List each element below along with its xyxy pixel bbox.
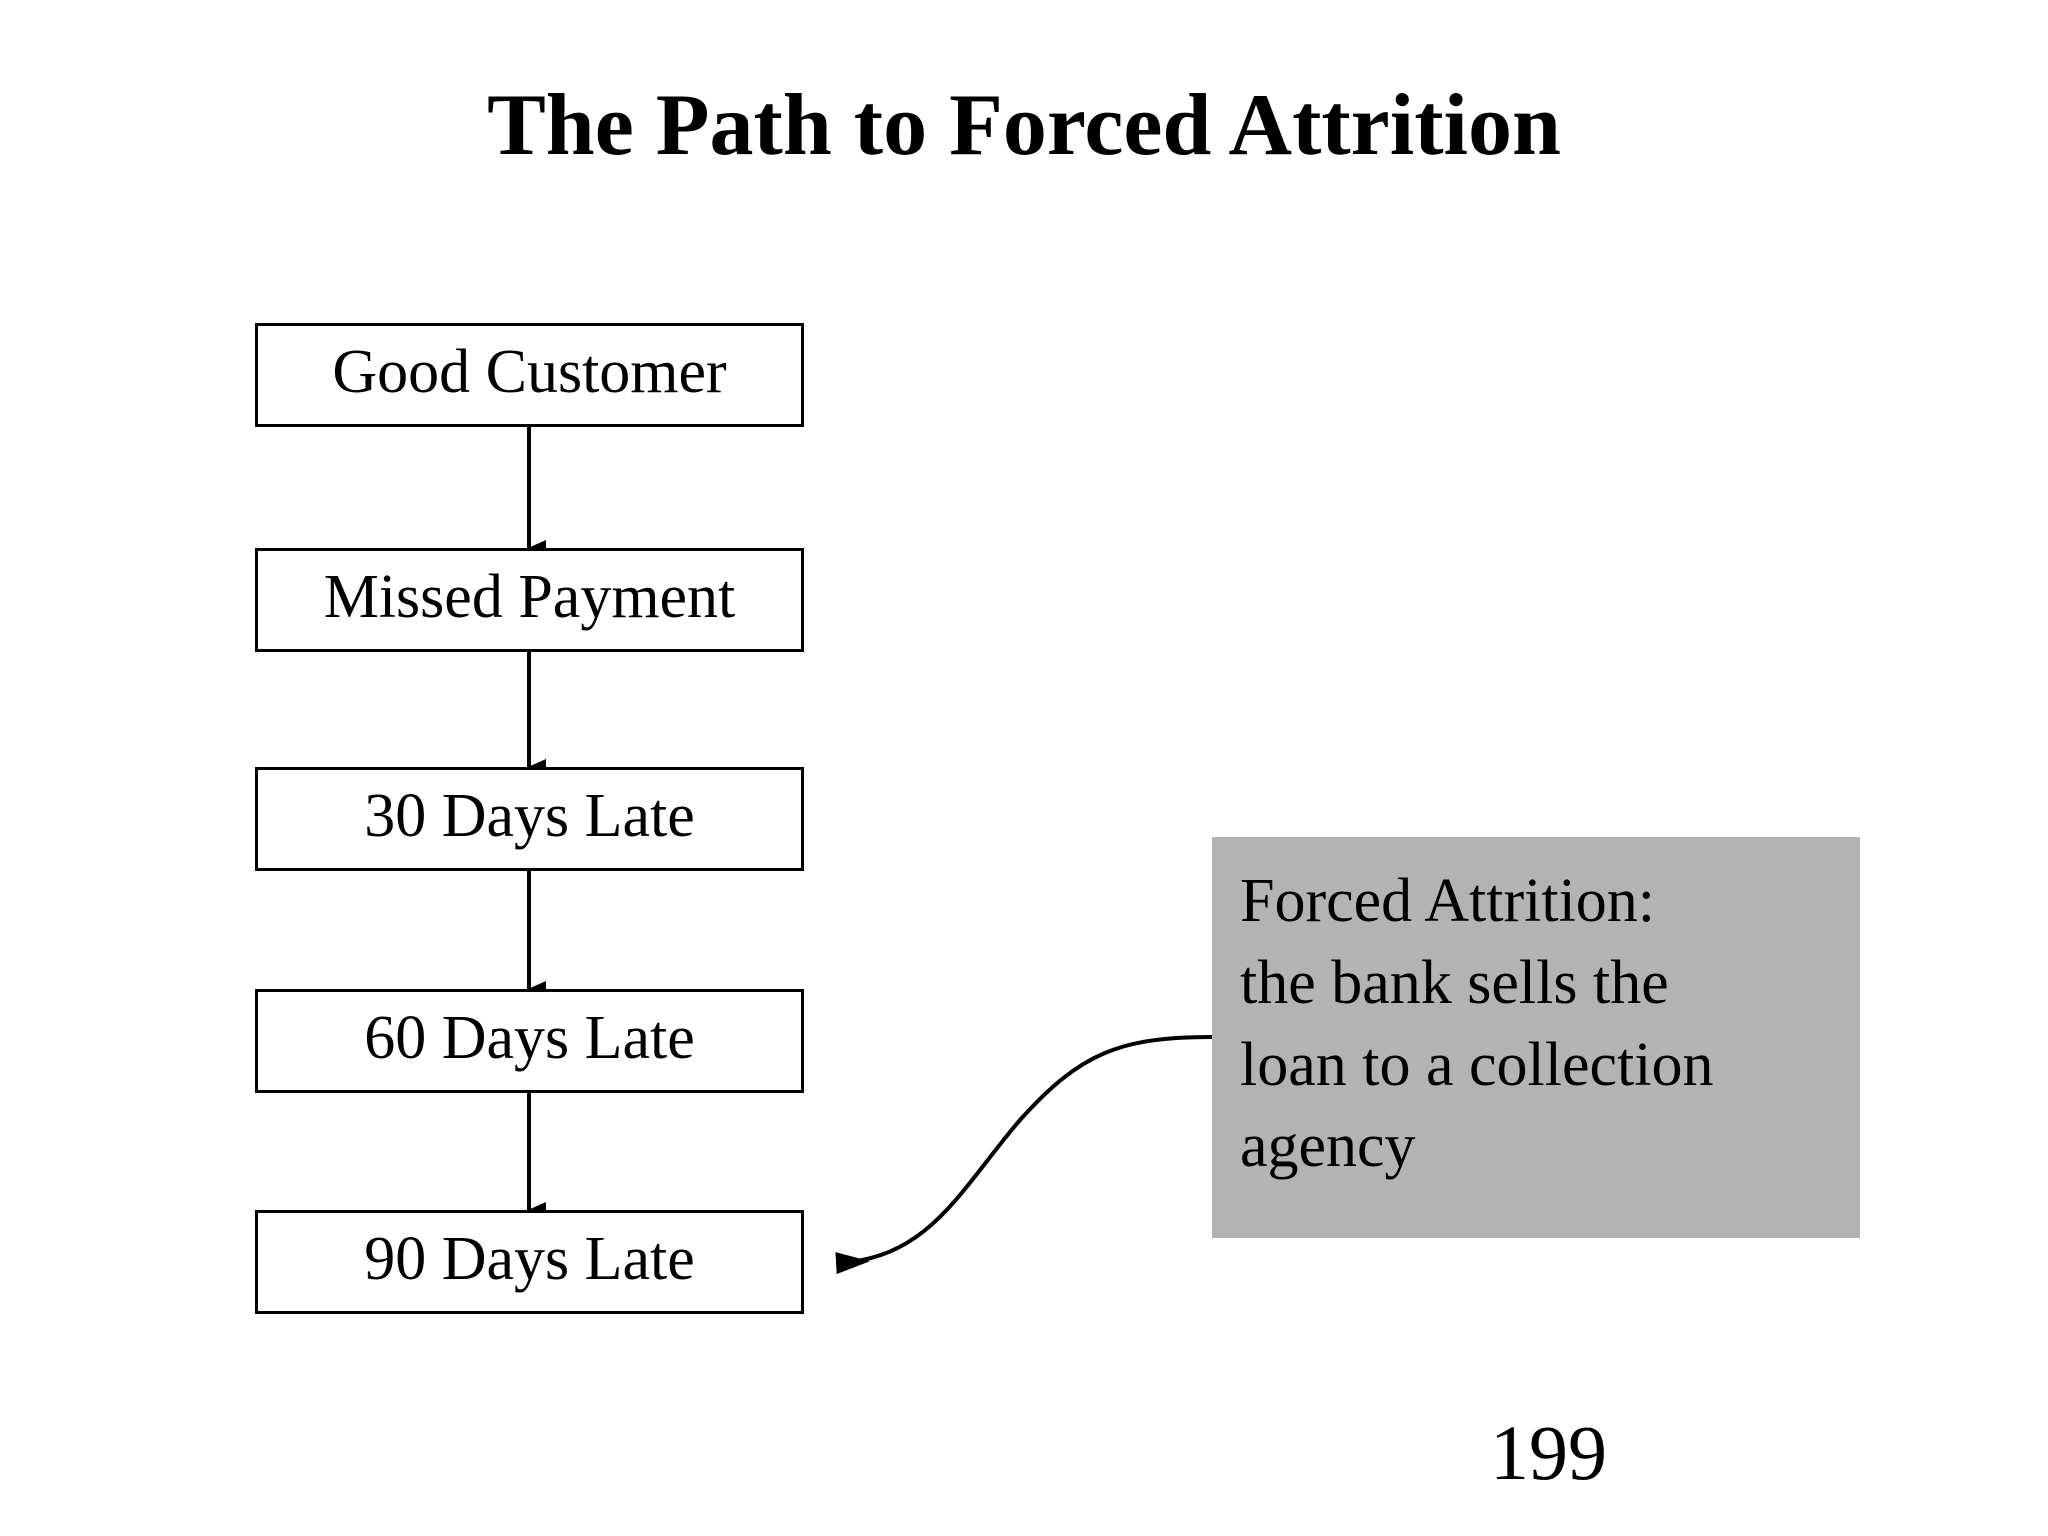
callout-text: Forced Attrition: the bank sells the loa… [1240,867,1714,1181]
callout-connector [835,1035,1213,1275]
flow-box-label: 30 Days Late [364,782,695,850]
flow-box-label: Good Customer [332,338,727,406]
flow-box-30-days-late[interactable]: 30 Days Late [255,767,804,871]
flow-box-label: 90 Days Late [364,1225,695,1293]
page-number: 199 [1490,1409,1607,1496]
flow-box-60-days-late[interactable]: 60 Days Late [255,989,804,1093]
callout-box[interactable]: Forced Attrition: the bank sells the loa… [1212,837,1860,1238]
flow-box-label: 60 Days Late [364,1004,695,1072]
page-title: The Path to Forced Attrition [487,77,1561,174]
flow-box-90-days-late[interactable]: 90 Days Late [255,1210,804,1314]
flow-box-label: Missed Payment [323,563,736,631]
flow-box-missed-payment[interactable]: Missed Payment [255,548,804,652]
flow-box-good-customer[interactable]: Good Customer [255,323,804,427]
